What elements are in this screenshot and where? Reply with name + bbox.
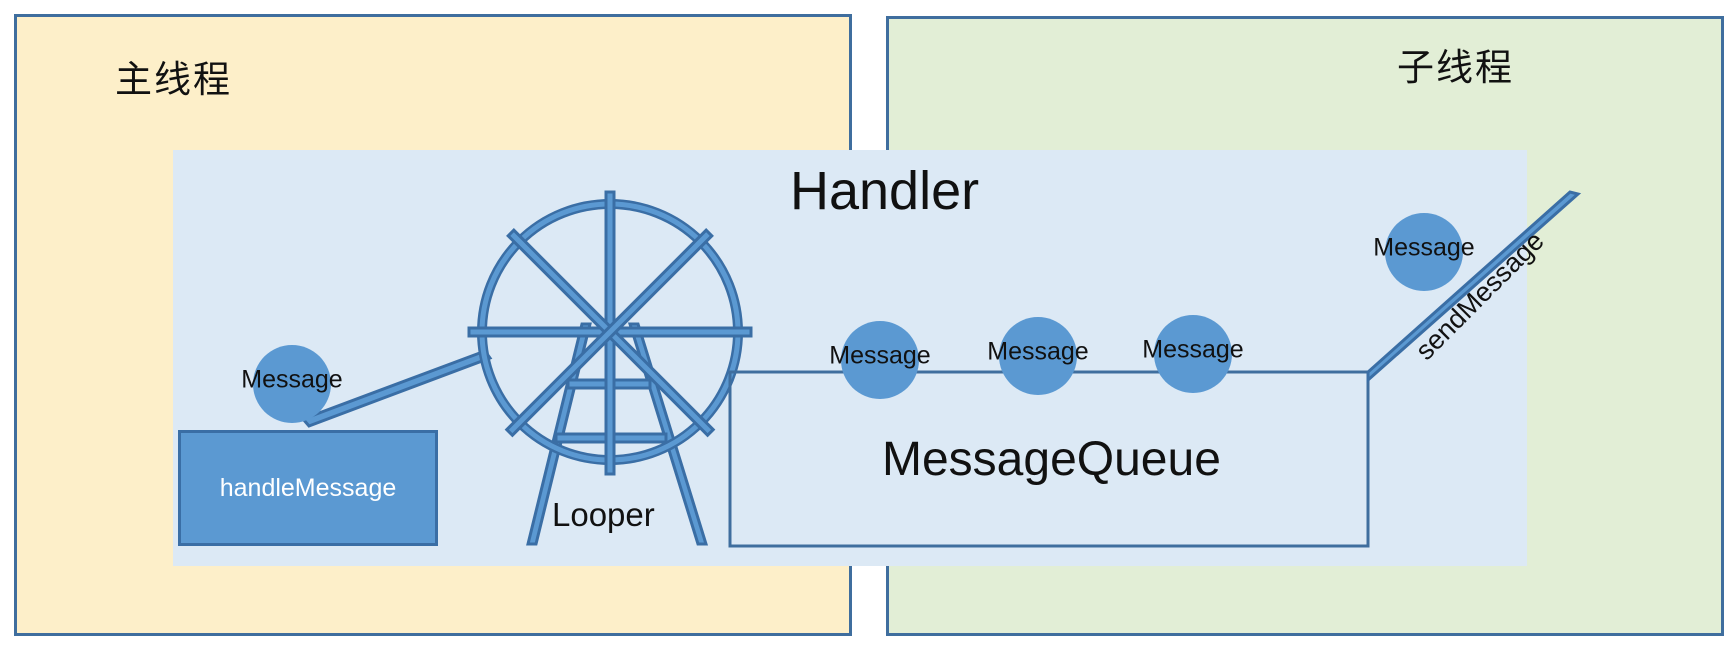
- main-thread-title: 主线程: [115, 58, 232, 101]
- handle-message-box: handleMessage: [178, 430, 438, 546]
- message-circle-queue-3: [1154, 315, 1232, 393]
- message-label-queue-2: Message: [987, 337, 1089, 366]
- send-message-ramp: [1366, 190, 1582, 384]
- looper-label: Looper: [552, 496, 655, 533]
- handler-title: Handler: [790, 161, 980, 221]
- message-circle-queue-1: [841, 321, 919, 399]
- message-circle-queue-2: [999, 317, 1077, 395]
- handle-message-label: handleMessage: [219, 473, 397, 502]
- message-queue-label: MessageQueue: [882, 433, 1221, 486]
- message-label-queue-1: Message: [829, 341, 931, 370]
- message-circle-main: [253, 345, 331, 423]
- message-queue-box: [728, 370, 1370, 548]
- looper-wheel-icon: [467, 190, 753, 546]
- message-circle-sending: [1385, 213, 1463, 291]
- sub-thread-title: 子线程: [1397, 46, 1514, 89]
- message-label-queue-3: Message: [1142, 335, 1244, 364]
- message-label-sending: Message: [1373, 233, 1475, 262]
- message-label-main: Message: [241, 365, 343, 394]
